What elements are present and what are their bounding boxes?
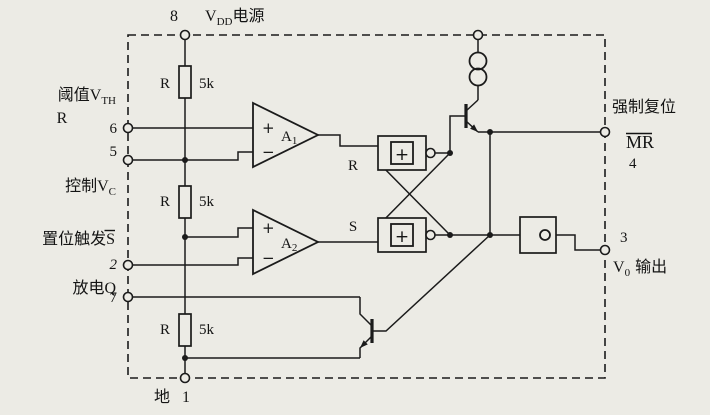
pin4-number: 4 xyxy=(629,156,637,172)
comparator-a1: + − A1 xyxy=(252,101,321,169)
terminal-pin7 xyxy=(122,291,134,303)
pin3-number: 3 xyxy=(620,230,628,246)
wire-node-to-tr2-base xyxy=(372,234,491,332)
junction-output-node xyxy=(487,232,493,238)
terminal-pin1 xyxy=(179,372,191,384)
pin7-name: 放电Q xyxy=(72,279,116,297)
gate-s-output-bubble xyxy=(425,229,436,241)
gate-r-output-bubble xyxy=(425,147,436,159)
current-source-circle-top xyxy=(468,51,488,71)
resistor-r2-name: R xyxy=(160,194,170,210)
terminal-vdd-rail xyxy=(472,29,484,41)
junction-control-node xyxy=(182,157,188,163)
resistor-r1-name: R xyxy=(160,76,170,92)
wire-divider-to-a2 xyxy=(185,227,253,238)
a1-minus-input: − xyxy=(262,143,275,161)
discharge-transistor xyxy=(359,297,374,358)
rs-flipflop: R S + + xyxy=(348,135,436,253)
output-buffer xyxy=(519,216,557,254)
a2-label: A2 xyxy=(281,236,297,254)
terminal-pin4 xyxy=(599,126,611,138)
a1-label: A1 xyxy=(281,129,297,147)
resistor-r2 xyxy=(178,185,192,219)
pin5-name: 控制VC xyxy=(65,177,116,198)
comparator-a2-triangle xyxy=(252,208,321,276)
label-pin8: 8 VDD电源 xyxy=(170,7,264,28)
wire-tr1-base xyxy=(449,115,466,153)
pin8-number: 8 xyxy=(170,8,178,25)
ic-package-outline xyxy=(127,34,606,379)
gate-s-symbol: + xyxy=(395,227,409,247)
pin1-number: 1 xyxy=(182,389,190,406)
junction-mr-node xyxy=(487,129,493,135)
resistor-r3-value: 5k xyxy=(199,322,215,338)
ff-s-input-label: S xyxy=(349,219,357,235)
gate-s-inner-box xyxy=(390,223,414,247)
terminal-pin3 xyxy=(599,244,611,256)
pin5-number: 5 xyxy=(110,144,118,160)
current-source-icon xyxy=(468,51,488,87)
pin7-number: 7 xyxy=(110,290,118,306)
a2-plus-input: + xyxy=(262,219,275,237)
pin4-mr: MR xyxy=(626,132,654,152)
resistor-r3-name: R xyxy=(160,322,170,338)
reset-transistor xyxy=(464,99,479,133)
label-pin1: 地 1 xyxy=(154,388,190,406)
tr2-emitter-arrow xyxy=(360,340,368,348)
terminal-pin2 xyxy=(122,259,134,271)
pin6-name-line2: R xyxy=(57,110,68,127)
a1-plus-input: + xyxy=(262,119,275,137)
a2-minus-input: − xyxy=(262,249,275,267)
ff-r-input-label: R xyxy=(348,158,358,174)
resistor-r3 xyxy=(178,313,192,347)
terminal-pin6 xyxy=(122,122,134,134)
label-pin6: 阈值VTH R 6 xyxy=(57,86,118,137)
junction-trigger-node xyxy=(182,234,188,240)
junction-gate2-out xyxy=(447,232,453,238)
junction-dots xyxy=(182,129,493,361)
tr2-collector xyxy=(359,297,373,327)
resistor-r1 xyxy=(178,65,192,99)
pin-terminals xyxy=(122,29,611,384)
pin6-name: 阈值VTH xyxy=(58,86,116,107)
pin4-name: 强制复位 xyxy=(612,98,676,116)
wire-buffer-to-pin3 xyxy=(556,234,601,251)
resistor-r2-value: 5k xyxy=(199,194,215,210)
tr1-emitter-arrow xyxy=(470,124,478,132)
pin2-number: 2 xyxy=(110,257,118,273)
pin8-name: VDD电源 xyxy=(205,7,264,28)
junction-ground-node xyxy=(182,355,188,361)
junction-gate1-out xyxy=(447,150,453,156)
label-pin7: 放电Q 7 xyxy=(72,279,117,306)
gate-r-symbol: + xyxy=(395,145,409,165)
nor-gate-r: + xyxy=(377,135,436,171)
gate-r-inner-box xyxy=(390,141,414,165)
resistor-r1-value: 5k xyxy=(199,76,215,92)
output-buffer-bubble xyxy=(539,229,551,241)
label-pin2: 置位触发S 2 xyxy=(42,229,118,273)
terminal-pin5 xyxy=(122,154,134,166)
wire-crosscouple-a xyxy=(377,152,451,227)
label-pin4: 强制复位 MR 4 xyxy=(612,98,676,172)
label-pin5: 5 控制VC xyxy=(65,144,117,198)
wire-pin2-to-a2 xyxy=(132,257,253,266)
pin2-name: 置位触发S xyxy=(42,230,115,248)
comparator-a1-triangle xyxy=(252,101,321,169)
current-source-circle-bottom xyxy=(468,67,488,87)
wire-a1-to-gate-r xyxy=(318,134,378,147)
tr1-collector xyxy=(465,99,479,112)
comparator-a2: + − A2 xyxy=(252,208,321,276)
pin1-name: 地 xyxy=(154,388,170,406)
voltage-divider: R 5k R 5k R 5k xyxy=(160,65,215,347)
terminal-pin8 xyxy=(179,29,191,41)
nor-gate-s: + xyxy=(377,217,436,253)
wire-pin5-to-a1 xyxy=(132,151,253,161)
wire-crosscouple-b xyxy=(377,161,451,236)
pin6-number: 6 xyxy=(110,121,118,137)
